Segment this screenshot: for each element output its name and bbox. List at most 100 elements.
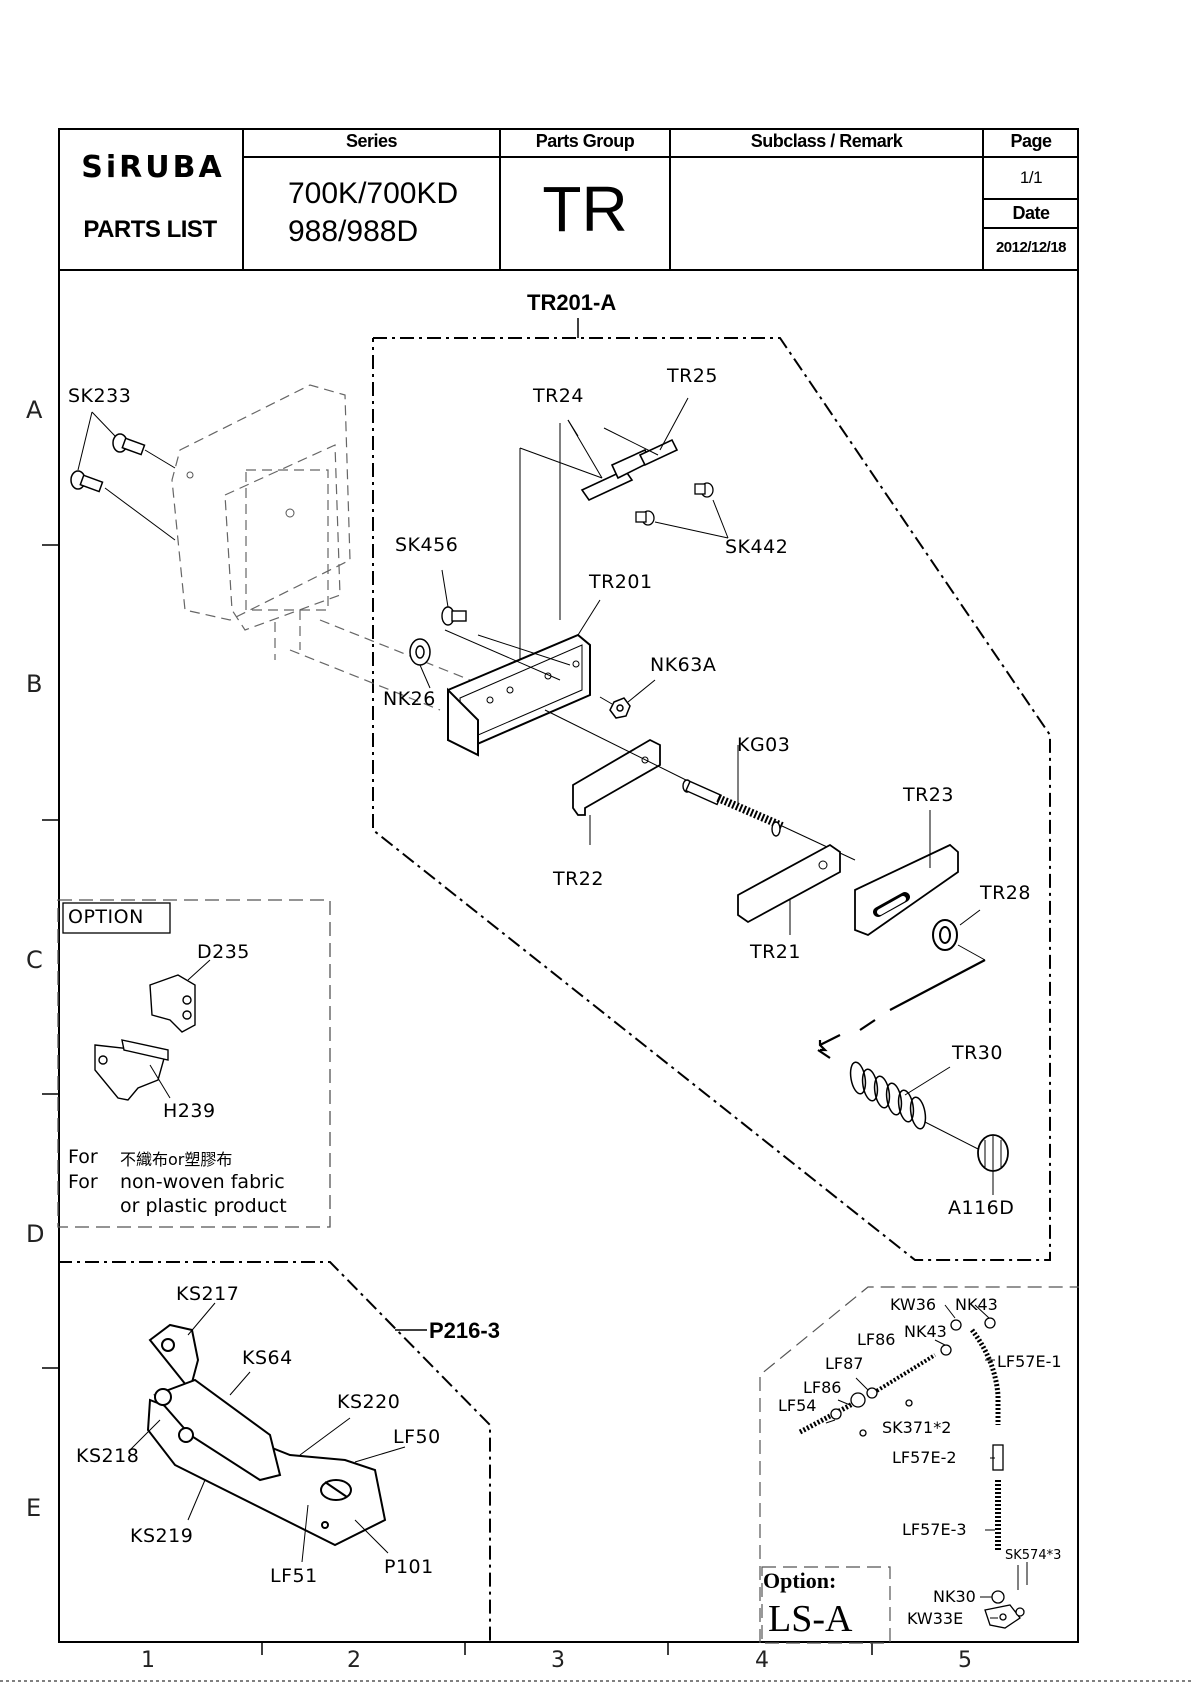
part-label-ks64: KS64 <box>242 1347 293 1369</box>
p216-boundary <box>58 1261 491 1643</box>
sk233-screws <box>70 433 146 493</box>
sk442-screws <box>635 482 714 526</box>
part-label-lf57e-1: LF57E-1 <box>997 1352 1062 1371</box>
option-ls-label: Option: <box>763 1568 837 1593</box>
part-label-lf50: LF50 <box>393 1426 441 1448</box>
page-label: Page <box>1010 131 1052 151</box>
kg03-spring <box>682 779 784 837</box>
sk456-screw <box>441 606 467 626</box>
part-label-tr201: TR201 <box>589 571 653 593</box>
row-label-c: C <box>26 946 43 974</box>
option-note-line-2: non-woven fabric <box>120 1171 285 1193</box>
part-label-sk442: SK442 <box>725 536 789 558</box>
col-label-5: 5 <box>958 1648 972 1673</box>
option-title: OPTION <box>68 906 144 928</box>
part-label-lf86-low: LF86 <box>803 1378 842 1397</box>
margin-ticks <box>42 544 873 1655</box>
row-label-d: D <box>26 1220 45 1248</box>
tr201a-boundary <box>372 337 1051 1261</box>
parts-list-title: PARTS LIST <box>83 216 217 243</box>
tr28-washer <box>932 919 958 951</box>
tr30-channel <box>817 959 986 1059</box>
part-label-tr21: TR21 <box>750 941 801 963</box>
page-value: 1/1 <box>1019 168 1043 187</box>
date-value: 2012/12/18 <box>995 239 1067 256</box>
part-label-tr28: TR28 <box>980 882 1031 904</box>
part-label-a116d: A116D <box>948 1197 1015 1219</box>
part-label-tr22: TR22 <box>553 868 604 890</box>
brand-logo: SiRUBA <box>81 150 225 185</box>
d235-part <box>149 974 196 1033</box>
part-label-lf86-top: LF86 <box>857 1330 896 1349</box>
lsa-leaders <box>825 1304 1028 1619</box>
part-label-kg03: KG03 <box>737 734 791 756</box>
col-label-4: 4 <box>755 1648 769 1673</box>
part-label-ks218: KS218 <box>76 1445 140 1467</box>
part-label-lf57e-3: LF57E-3 <box>902 1520 967 1539</box>
option-note-for-1: For <box>68 1146 98 1168</box>
option-ls-value: LS-A <box>768 1598 853 1640</box>
part-label-tr24: TR24 <box>533 385 584 407</box>
part-label-ks219: KS219 <box>130 1525 194 1547</box>
part-label-nk26: NK26 <box>383 688 436 710</box>
part-label-lf51: LF51 <box>270 1565 318 1587</box>
option-note-line-3: or plastic product <box>120 1195 287 1217</box>
part-label-sk371: SK371*2 <box>882 1418 952 1437</box>
option-note-line-1: 不織布or塑膠布 <box>120 1150 233 1169</box>
row-label-e: E <box>26 1494 42 1522</box>
tr30-spring <box>849 1061 927 1130</box>
lsa-assembly <box>798 1317 1025 1629</box>
part-label-sk574: SK574*3 <box>1005 1548 1062 1563</box>
part-label-ks220: KS220 <box>337 1391 401 1413</box>
col-label-1: 1 <box>141 1648 155 1673</box>
part-label-d235: D235 <box>197 941 250 963</box>
machine-cover <box>171 384 471 711</box>
part-label-tr30: TR30 <box>952 1042 1003 1064</box>
assembly-title-p216: P216-3 <box>429 1318 500 1343</box>
part-label-tr23: TR23 <box>903 784 954 806</box>
presser-foot <box>146 1323 387 1547</box>
col-label-3: 3 <box>551 1648 565 1673</box>
part-label-h239: H239 <box>163 1100 216 1122</box>
part-label-sk456: SK456 <box>395 534 459 556</box>
option-note-for-2: For <box>68 1171 98 1193</box>
presser-foot-leaders <box>129 1302 406 1563</box>
h239-part <box>94 1039 169 1101</box>
tr22-bracket <box>572 738 661 816</box>
part-label-nk63a: NK63A <box>650 654 717 676</box>
part-label-tr25: TR25 <box>667 365 718 387</box>
part-label-ks217: KS217 <box>176 1283 240 1305</box>
part-label-sk233: SK233 <box>68 385 132 407</box>
assembly-title-tr201a: TR201-A <box>527 290 617 315</box>
page-frame <box>58 128 1079 1643</box>
sk233-leaders <box>77 411 176 541</box>
part-label-p101: P101 <box>384 1556 434 1578</box>
tr201-plate <box>447 633 591 757</box>
part-label-nk30: NK30 <box>933 1587 976 1606</box>
tr23-plate <box>854 843 959 937</box>
col-label-2: 2 <box>347 1648 361 1673</box>
part-label-nk43-top: NK43 <box>955 1295 998 1314</box>
part-label-kw33e: KW33E <box>907 1609 964 1628</box>
series-label: Series <box>345 131 398 151</box>
row-label-b: B <box>26 670 43 698</box>
tr21-plate <box>737 843 841 924</box>
group-value: TR <box>542 173 628 245</box>
series-line-1: 700K/700KD <box>288 177 459 210</box>
part-label-lf54: LF54 <box>778 1396 817 1415</box>
date-label: Date <box>1012 203 1050 223</box>
part-label-nk43-mid: NK43 <box>904 1322 947 1341</box>
a116d-knob <box>977 1134 1009 1172</box>
part-label-lf87: LF87 <box>825 1354 864 1373</box>
nk63a-nut <box>609 697 631 719</box>
tr24-tr25-bracket <box>580 438 679 502</box>
part-label-lf57e-2: LF57E-2 <box>892 1448 957 1467</box>
group-label: Parts Group <box>535 131 635 151</box>
subclass-label: Subclass / Remark <box>750 131 903 151</box>
part-label-kw36: KW36 <box>890 1295 937 1314</box>
row-label-a: A <box>26 396 43 424</box>
option-box <box>57 899 331 1228</box>
